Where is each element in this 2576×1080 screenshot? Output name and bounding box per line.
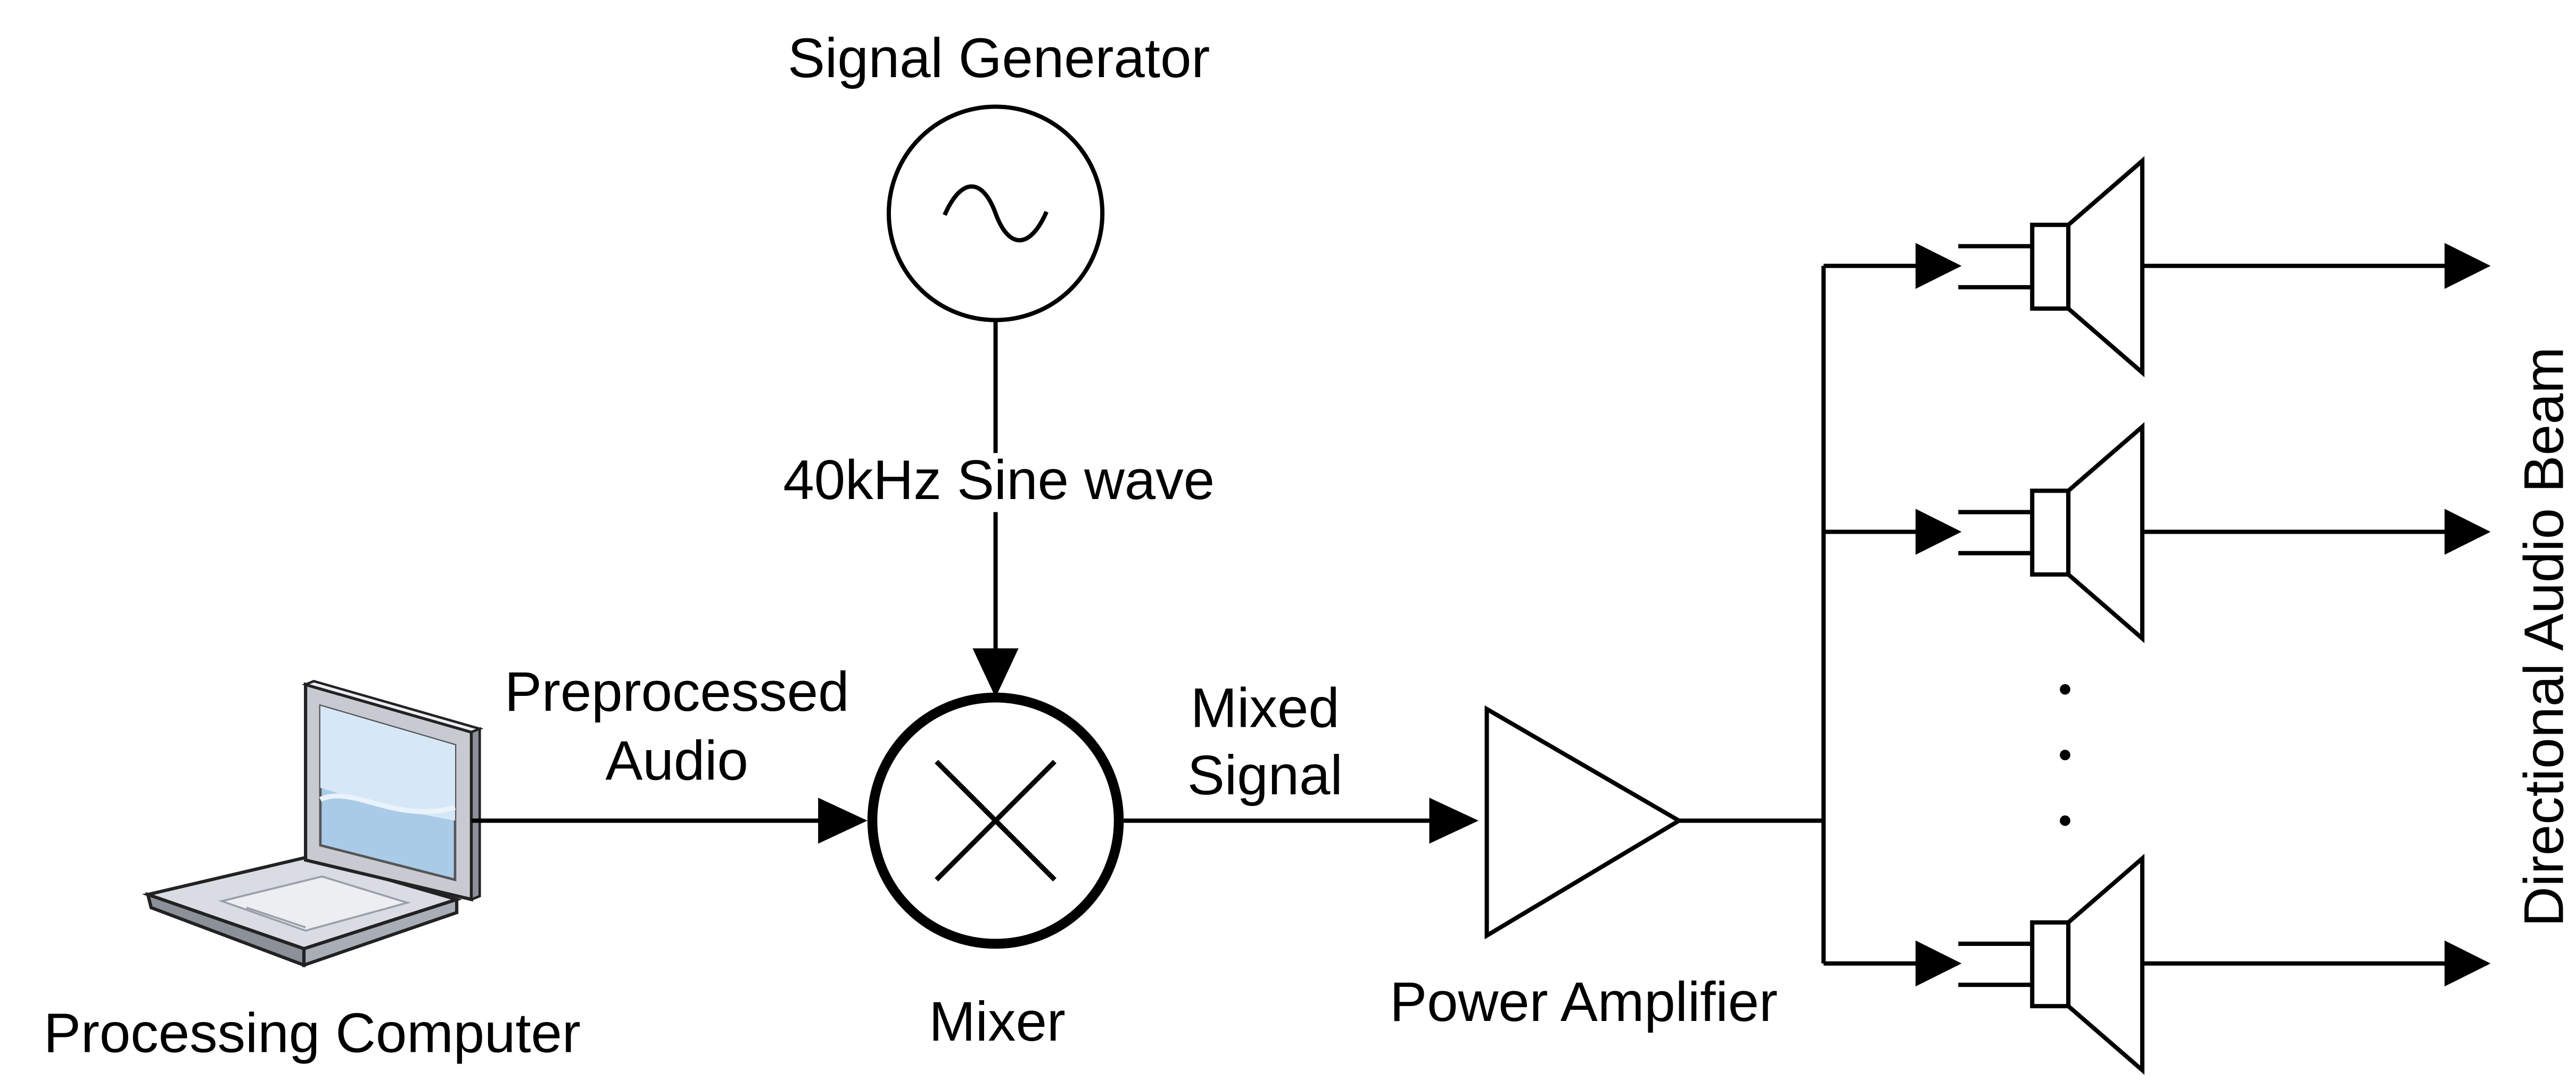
mixer-to-amplifier-connector	[1124, 797, 1479, 844]
ultrasonic-speaker-icon	[1958, 156, 2145, 378]
sine-wave-label: 40kHz Sine wave	[783, 449, 1215, 511]
preprocessed-audio-label-line2: Audio	[606, 729, 748, 792]
laptop-icon	[142, 679, 484, 968]
signal-generator-label: Signal Generator	[788, 27, 1210, 89]
ultrasonic-speaker-icon	[1958, 422, 2145, 643]
mixer-label: Mixer	[929, 991, 1066, 1053]
directional-audio-beam-label: Directional Audio Beam	[2513, 347, 2575, 927]
ultrasonic-speaker-icon	[1958, 853, 2145, 1075]
mixed-signal-label-line1: Mixed	[1191, 677, 1340, 740]
generator-to-mixer-connector	[972, 320, 1019, 698]
speaker-row-2	[1823, 422, 2491, 643]
speaker-row-n	[1823, 853, 2491, 1075]
preprocessed-audio-label-line1: Preprocessed	[505, 661, 849, 723]
sine-wave-source-icon	[886, 104, 1105, 322]
mixed-signal-label-line2: Signal	[1187, 744, 1343, 807]
processing-computer-label: Processing Computer	[44, 1002, 581, 1065]
computer-to-mixer-connector	[471, 797, 868, 844]
amplifier-output-bus	[1679, 265, 1826, 963]
more-speakers-ellipsis	[2060, 684, 2070, 826]
power-amplifier-label: Power Amplifier	[1390, 971, 1778, 1033]
amplifier-triangle-icon	[1484, 705, 1683, 940]
speaker-row-1	[1823, 156, 2491, 378]
multiplier-icon	[867, 692, 1124, 949]
